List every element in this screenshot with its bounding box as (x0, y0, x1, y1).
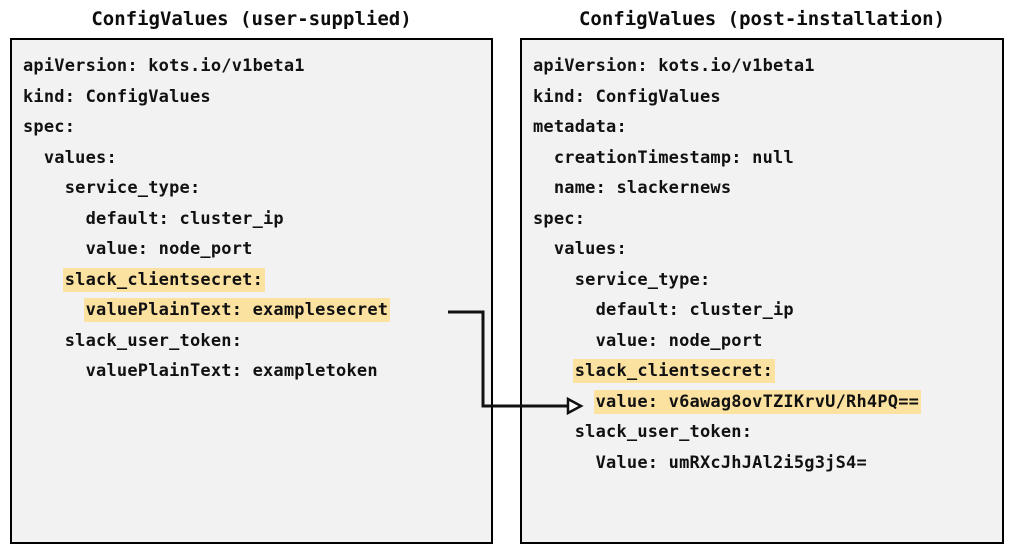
code-line: slack_user_token: (23, 326, 491, 357)
code-line-text: slack_user_token: (574, 422, 753, 442)
code-line-text: slack_clientsecret: (64, 269, 264, 290)
code-line-text: slack_user_token: (64, 330, 243, 351)
code-indent (533, 239, 554, 259)
code-line: apiVersion: kots.io/v1beta1 (23, 51, 491, 82)
code-line: slack_user_token: (533, 417, 1002, 448)
code-line: value: v6awag8ovTZIKrvU/Rh4PQ== (533, 387, 1002, 418)
code-indent (23, 239, 86, 259)
code-line-text: metadata: (533, 117, 627, 137)
code-indent (533, 453, 596, 473)
code-line-text: values: (43, 147, 117, 168)
code-line-text: slack_clientsecret: (574, 361, 774, 381)
code-line: valuePlainText: examplesecret (23, 295, 491, 326)
code-line-text: creationTimestamp: null (553, 147, 794, 168)
code-line-text: default: cluster_ip (595, 300, 794, 320)
code-indent (533, 392, 596, 412)
code-line-text: kind: ConfigValues (23, 86, 211, 107)
code-line-text: service_type: (64, 178, 201, 198)
code-line: value: node_port (23, 234, 491, 265)
code-line-text: spec: (533, 208, 586, 229)
code-indent (23, 270, 65, 290)
code-line: metadata: (533, 112, 1002, 143)
code-line-text: spec: (23, 117, 76, 137)
panel-title-user-supplied: ConfigValues (user-supplied) (91, 8, 412, 30)
code-indent (533, 300, 596, 320)
code-line: service_type: (23, 173, 491, 204)
code-line-text: apiVersion: kots.io/v1beta1 (533, 56, 815, 76)
code-line-text: name: slackernews (553, 178, 732, 198)
code-indent (23, 148, 44, 168)
code-indent (533, 148, 554, 168)
code-line: spec: (533, 204, 1002, 235)
code-line: kind: ConfigValues (533, 82, 1002, 113)
code-line: valuePlainText: exampletoken (23, 356, 491, 387)
code-indent (23, 178, 65, 198)
code-line-text: valuePlainText: examplesecret (85, 300, 389, 320)
code-line: kind: ConfigValues (23, 82, 491, 113)
code-line: default: cluster_ip (23, 204, 491, 235)
code-line: values: (23, 143, 491, 174)
configvalues-user-supplied-panel: apiVersion: kots.io/v1beta1 kind: ConfigV… (10, 38, 493, 544)
code-line-text: value: node_port (595, 330, 763, 351)
code-line: spec: (23, 112, 491, 143)
code-indent (533, 270, 575, 290)
code-line-text: default: cluster_ip (85, 208, 284, 229)
code-line: values: (533, 234, 1002, 265)
code-line: service_type: (533, 265, 1002, 296)
code-line-text: value: v6awag8ovTZIKrvU/Rh4PQ== (595, 391, 920, 412)
code-line-text: Value: umRXcJhJAl2i5g3jS4= (595, 452, 867, 473)
code-indent (533, 331, 596, 351)
configvalues-post-installation-panel: apiVersion: kots.io/v1beta1 kind: ConfigV… (520, 38, 1004, 544)
panel-title-post-installation: ConfigValues (post-installation) (578, 8, 946, 30)
code-line: name: slackernews (533, 173, 1002, 204)
code-indent (23, 361, 86, 381)
code-line: slack_clientsecret: (533, 356, 1002, 387)
code-line-text: apiVersion: kots.io/v1beta1 (23, 56, 305, 76)
code-indent (23, 331, 65, 351)
code-block-user-supplied: apiVersion: kots.io/v1beta1 kind: ConfigV… (23, 51, 491, 387)
code-line: apiVersion: kots.io/v1beta1 (533, 51, 1002, 82)
code-indent (23, 209, 86, 229)
code-line-text: valuePlainText: exampletoken (85, 361, 378, 381)
code-line: value: node_port (533, 326, 1002, 357)
code-line: creationTimestamp: null (533, 143, 1002, 174)
code-indent (533, 361, 575, 381)
code-line-text: service_type: (574, 269, 711, 290)
code-line-text: values: (553, 239, 627, 259)
code-line: slack_clientsecret: (23, 265, 491, 296)
code-indent (533, 422, 575, 442)
code-indent (533, 178, 554, 198)
code-line: Value: umRXcJhJAl2i5g3jS4= (533, 448, 1002, 479)
code-line-text: kind: ConfigValues (533, 86, 721, 107)
code-block-post-installation: apiVersion: kots.io/v1beta1 kind: ConfigV… (533, 51, 1002, 478)
code-line-text: value: node_port (85, 239, 253, 259)
code-indent (23, 300, 86, 320)
code-line: default: cluster_ip (533, 295, 1002, 326)
